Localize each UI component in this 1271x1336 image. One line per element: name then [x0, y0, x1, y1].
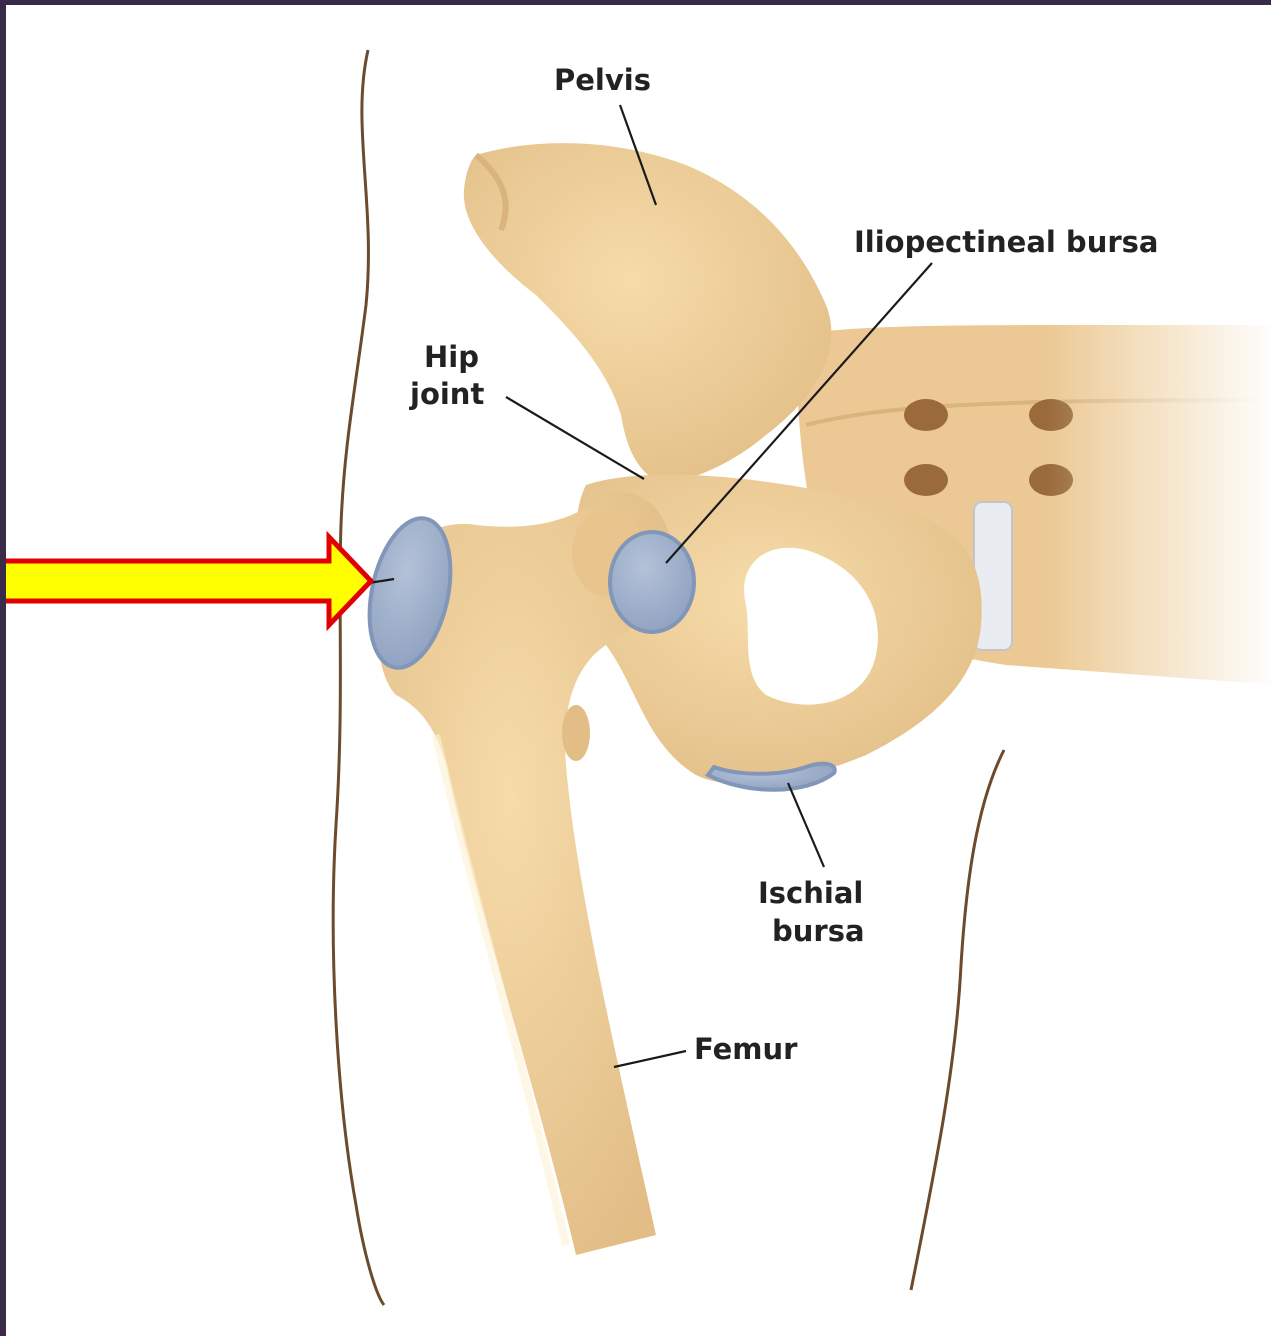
hip-joint-label-line2: joint	[409, 377, 484, 411]
hip-joint-label-line1: Hip	[424, 340, 479, 374]
femur-label: Femur	[694, 1032, 798, 1066]
skin-outline-left	[333, 50, 384, 1305]
ischial-leader	[788, 783, 824, 867]
iliopectineal-bursa-label: Iliopectineal bursa	[854, 225, 1158, 259]
pelvis-label: Pelvis	[554, 63, 651, 97]
skin-outline-right	[911, 750, 1004, 1290]
fade-overlay	[1046, 305, 1271, 725]
ischial-bursa-label-line1: Ischial	[758, 876, 863, 910]
hip-anatomy-illustration: Pelvis Iliopectineal bursa Hip joint Isc…	[6, 5, 1271, 1336]
pelvis-bone	[464, 143, 831, 485]
ischial-bursa-label-line2: bursa	[772, 914, 865, 948]
pointer-arrow	[6, 537, 371, 625]
femur-leader	[614, 1051, 686, 1067]
